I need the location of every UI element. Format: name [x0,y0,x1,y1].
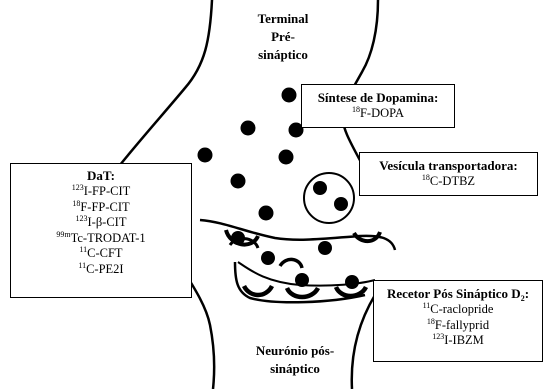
postsynaptic-receptor-box: Recetor Pós Sináptico D2: 11C-raclopride… [373,280,543,362]
dopamine-dot [259,206,274,221]
dopamine-synthesis-box: Síntese de Dopamina: 18F-DOPA [301,84,455,128]
tracer-name: F-fallyprid [435,318,489,332]
tracer-name: I-β-CIT [88,215,127,229]
isotope-number: 123 [76,214,88,223]
dopamine-dot [261,251,275,265]
tracer-name: I-IBZM [444,333,484,347]
receptor-cup [287,288,318,297]
dopamine-dot [198,148,213,163]
tracer-line: 11C-CFT [11,246,191,262]
isotope-number: 18 [352,105,360,114]
receptor-cup [244,286,272,295]
receptor-title-colon: : [525,286,529,301]
postsynaptic-label-line: sináptico [240,360,350,378]
dopamine-dot [241,121,256,136]
dopamine-dot [295,273,309,287]
dopamine-dot [282,88,297,103]
tracer-name: C-CFT [87,246,122,260]
tracer-line: 11C-raclopride [374,302,542,318]
tracer-line: 123I-FP-CIT [11,184,191,200]
dopamine-dot [231,231,245,245]
isotope-number: 18 [422,173,430,182]
vesicle-transporter-box: Vesícula transportadora: 18C-DTBZ [359,152,538,196]
receptor-cup [280,259,302,268]
dopamine-dot [318,241,332,255]
presynaptic-terminal-label: Terminal Pré- sináptico [228,10,338,64]
dopamine-synthesis-title: Síntese de Dopamina: [302,89,454,106]
isotope-number: 18 [427,317,435,326]
presynaptic-label-line: Pré- [228,28,338,46]
vesicle-dot [334,197,348,211]
tracer-name: F-DOPA [360,106,404,120]
dat-title: DaT: [11,167,191,184]
vesicle-dot [313,181,327,195]
tracer-name: C-DTBZ [430,174,475,188]
tracer-line: 123I-β-CIT [11,215,191,231]
receptor-title-text: Recetor Pós Sináptico D [387,286,521,301]
isotope-number: 123 [72,183,84,192]
isotope-number: 11 [79,245,87,254]
tracer-name: C-PE2I [86,262,124,276]
tracer-name: F-FP-CIT [80,200,129,214]
vesicle-transporter-title: Vesícula transportadora: [360,157,537,174]
tracer-line: 18F-FP-CIT [11,200,191,216]
tracer-name: Tc-TRODAT-1 [71,231,146,245]
tracer-line: 123I-IBZM [374,333,542,349]
dopamine-dot [279,150,294,165]
vesicle [304,173,354,223]
tracer-line: 18F-fallyprid [374,318,542,334]
dopamine-dot [231,174,246,189]
receptor-title: Recetor Pós Sináptico D2: [374,285,542,302]
isotope-number: 11 [78,261,86,270]
tracer-line: 99mTc-TRODAT-1 [11,231,191,247]
isotope-number: 99m [56,230,70,239]
tracer-line: 18C-DTBZ [360,174,537,190]
tracer-line: 11C-PE2I [11,262,191,278]
tracer-name: C-raclopride [430,302,493,316]
dopamine-dot [345,275,359,289]
isotope-number: 123 [432,332,444,341]
dat-box: DaT: 123I-FP-CIT 18F-FP-CIT 123I-β-CIT 9… [10,163,192,298]
tracer-line: 18F-DOPA [302,106,454,122]
presynaptic-label-line: Terminal [228,10,338,28]
postsynaptic-neuron-label: Neurónio pós- sináptico [240,342,350,378]
postsynaptic-label-line: Neurónio pós- [240,342,350,360]
tracer-name: I-FP-CIT [84,184,131,198]
presynaptic-label-line: sináptico [228,46,338,64]
